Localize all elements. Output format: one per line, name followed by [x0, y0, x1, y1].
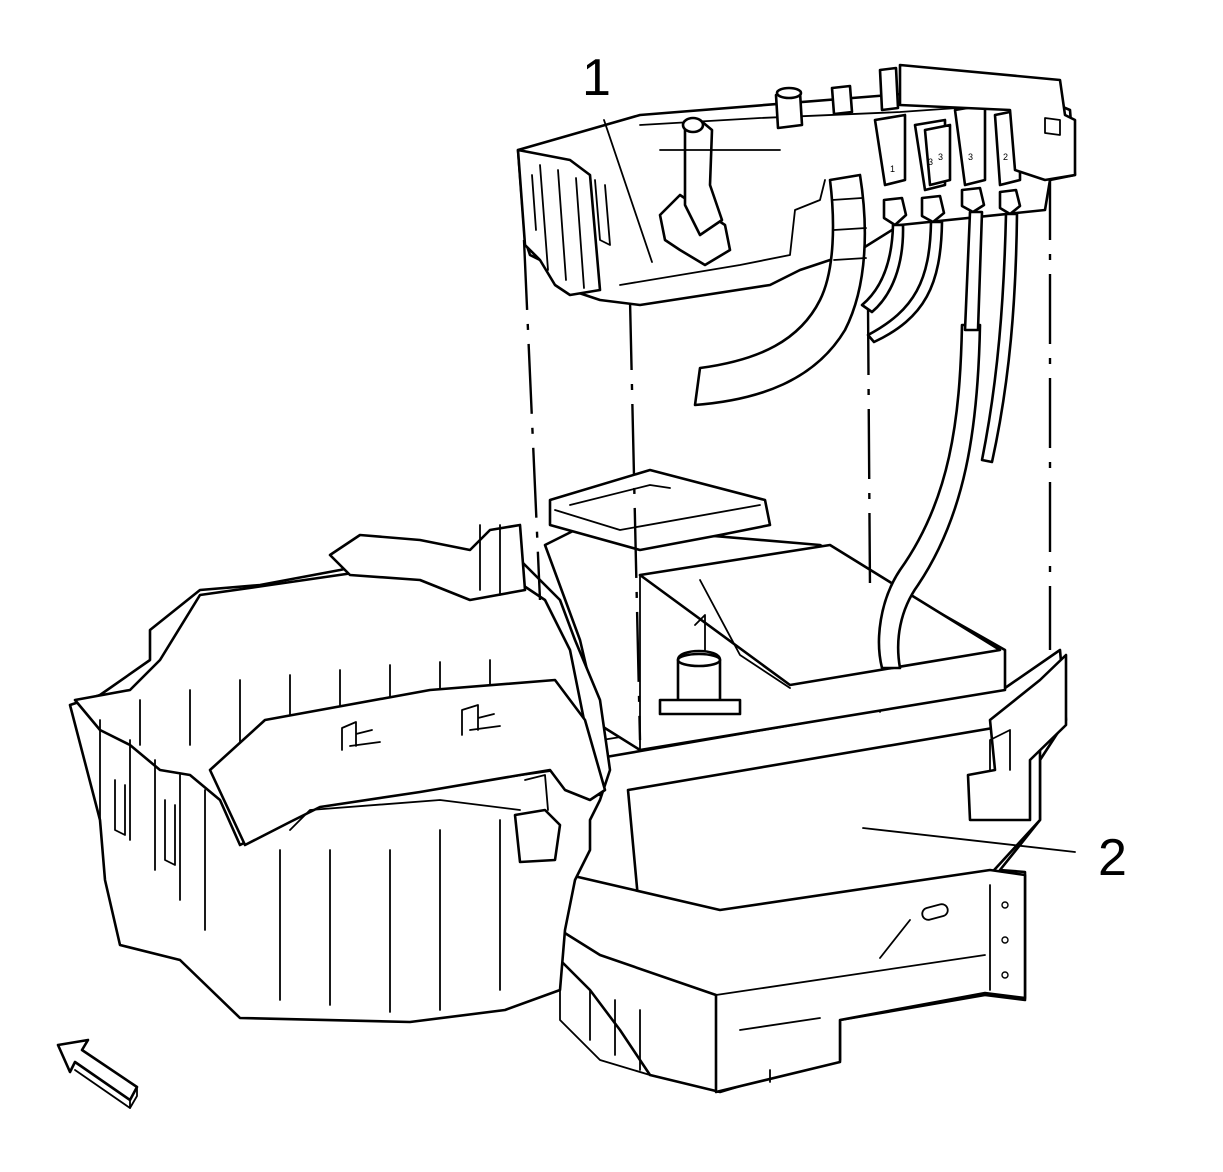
fuse-tag-5: 2	[1003, 152, 1008, 162]
leader-line-2	[862, 827, 1076, 853]
fuse-tag-4: 3	[968, 152, 973, 162]
callout-1-label: 1	[582, 49, 611, 107]
fuse-tag-3: 3	[938, 152, 943, 162]
battery-tray	[528, 648, 1068, 1094]
battery	[543, 323, 1007, 752]
battery-insulator-cover	[516, 63, 1077, 741]
fuse-tags: 1 3 3 3 2	[890, 152, 1008, 174]
fuse-tag-2: 3	[928, 157, 933, 167]
air-cleaner-housing	[68, 523, 612, 1024]
view-direction-arrow-icon	[56, 1038, 139, 1109]
fuse-tag-1: 1	[890, 164, 895, 174]
leader-line-1	[603, 119, 653, 263]
callout-2-label: 2	[1098, 829, 1127, 887]
